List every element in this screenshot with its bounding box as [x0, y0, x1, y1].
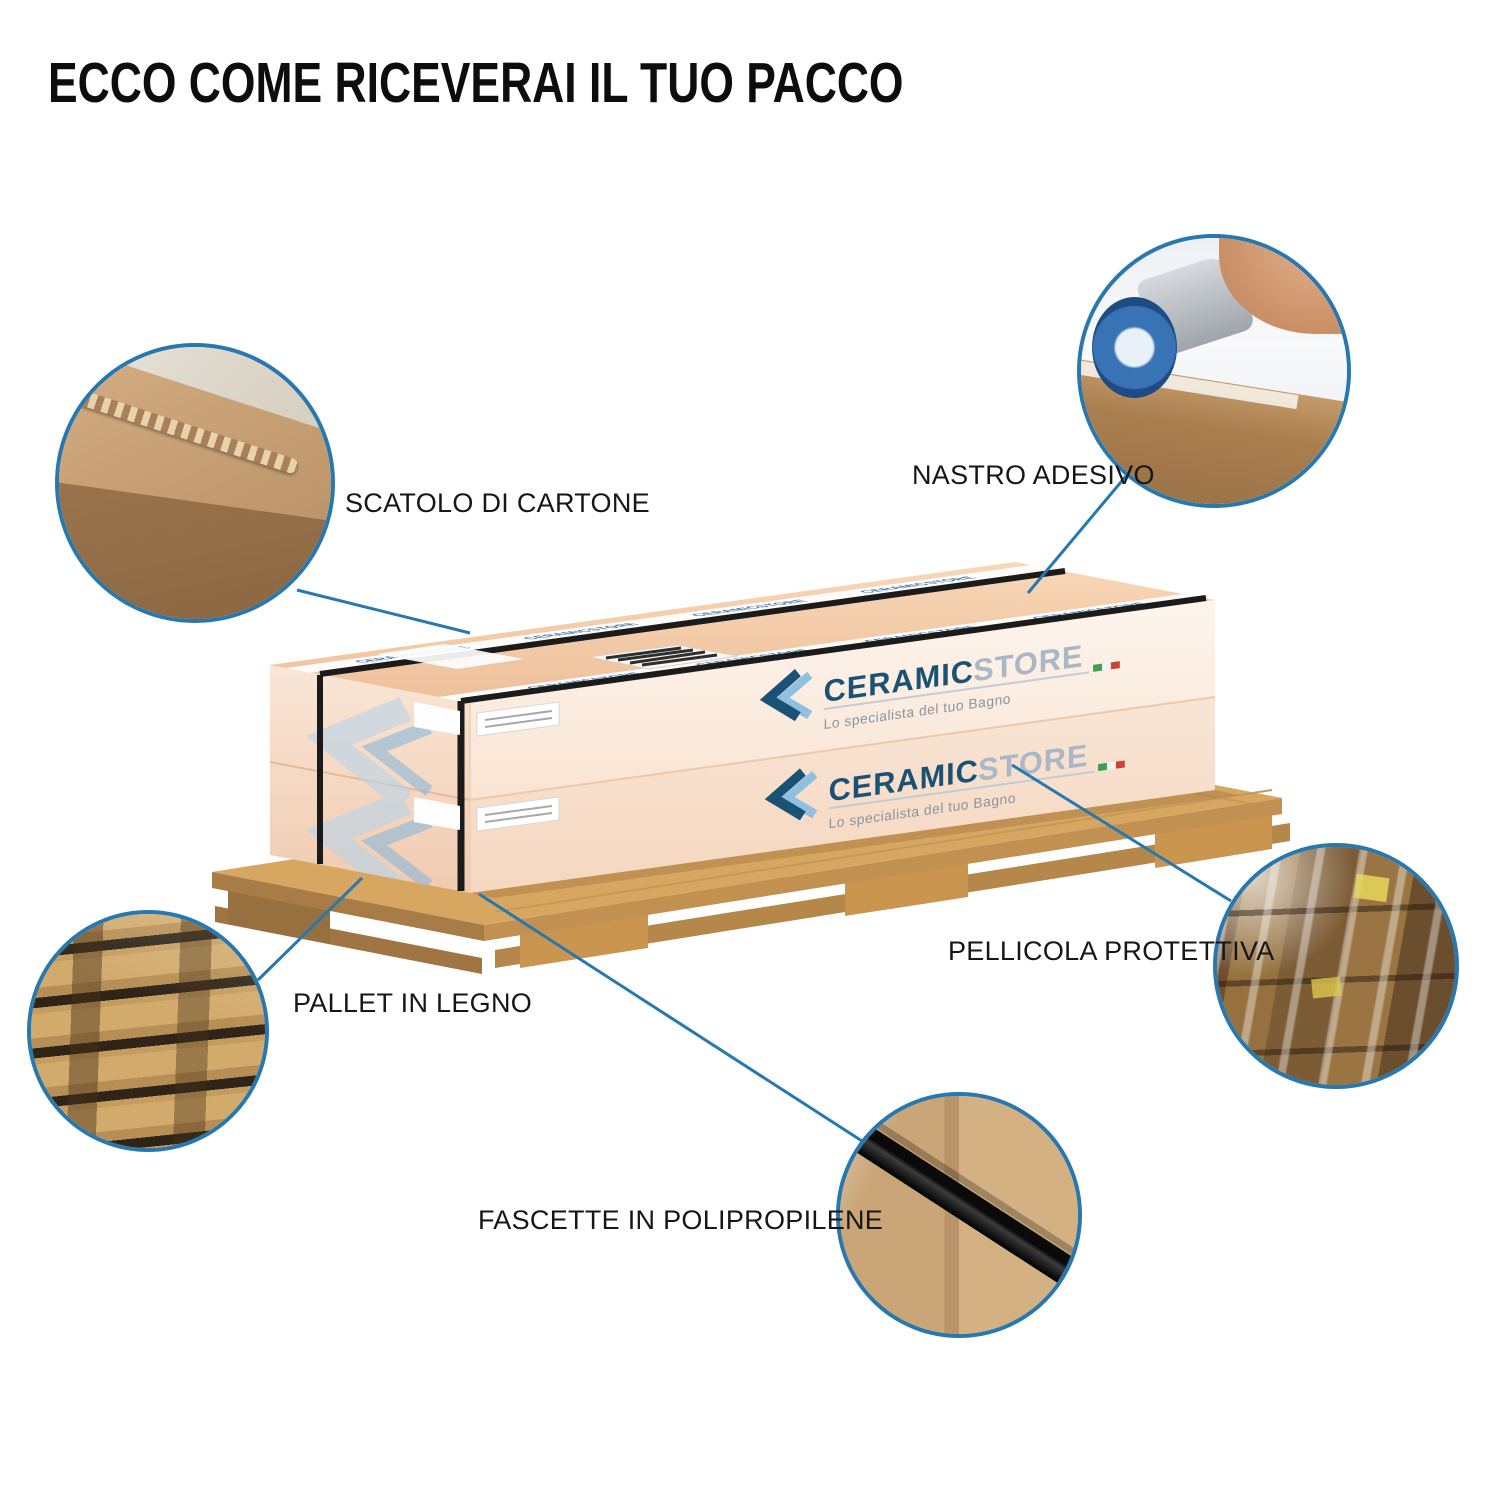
label-scatolo-di-cartone: SCATOLO DI CARTONE — [345, 488, 650, 518]
box-seams — [1217, 847, 1455, 1085]
italy-flag-icon — [1093, 663, 1103, 672]
yellow-label — [1311, 976, 1342, 999]
endface-watermark-logo — [305, 697, 433, 893]
pallet-posts — [31, 914, 265, 1148]
label-pellicola-protettiva: PELLICOLA PROTETTIVA — [948, 936, 1275, 966]
page-title: ECCO COME RICEVERAI IL TUO PACCO — [48, 51, 904, 115]
chevron-watermark-icon — [361, 814, 433, 891]
tape-patches — [377, 644, 524, 830]
tape-roll — [1091, 296, 1177, 398]
callout-photo-cardboard-box — [55, 343, 335, 623]
italy-flag-icon — [1106, 761, 1116, 770]
top-shipping-label — [588, 644, 739, 670]
wrapped-boxes — [1217, 847, 1455, 1085]
box-front-face — [470, 600, 1215, 893]
logo-chevron-icon — [779, 771, 818, 819]
logo-chevron-icon — [774, 671, 813, 720]
box-top-face — [270, 562, 1215, 703]
callout-photo-protective-film — [1213, 843, 1459, 1089]
italy-flag-icon — [1115, 760, 1125, 769]
italy-flag-icon — [1098, 762, 1107, 772]
label-nastro-adesivo: NASTRO ADESIVO — [912, 460, 1155, 490]
callout-photo-adhesive-tape — [1077, 234, 1351, 508]
callout-photo-strap — [836, 1092, 1082, 1338]
italy-flag-icon — [1110, 661, 1120, 670]
film-gloss — [1217, 847, 1455, 1085]
logo-chevron-icon — [764, 768, 806, 821]
callout-photo-wooden-pallet — [27, 910, 269, 1152]
logo-chevron-icon — [759, 669, 801, 722]
pallet-slats — [31, 914, 265, 1148]
label-fascette-polipropilene: FASCETTE IN POLIPROPILENE — [478, 1205, 884, 1235]
chevron-watermark-icon — [361, 720, 433, 797]
adhesive-tape-band — [286, 565, 1055, 673]
chevron-watermark-icon — [305, 791, 412, 893]
shipping-labels-front — [476, 701, 560, 832]
chevron-watermark-icon — [305, 697, 412, 810]
italy-flag-icon — [1102, 662, 1111, 671]
yellow-label — [1353, 873, 1390, 902]
strap-top — [460, 595, 1207, 704]
label-pallet-in-legno: PALLET IN LEGNO — [293, 988, 533, 1018]
